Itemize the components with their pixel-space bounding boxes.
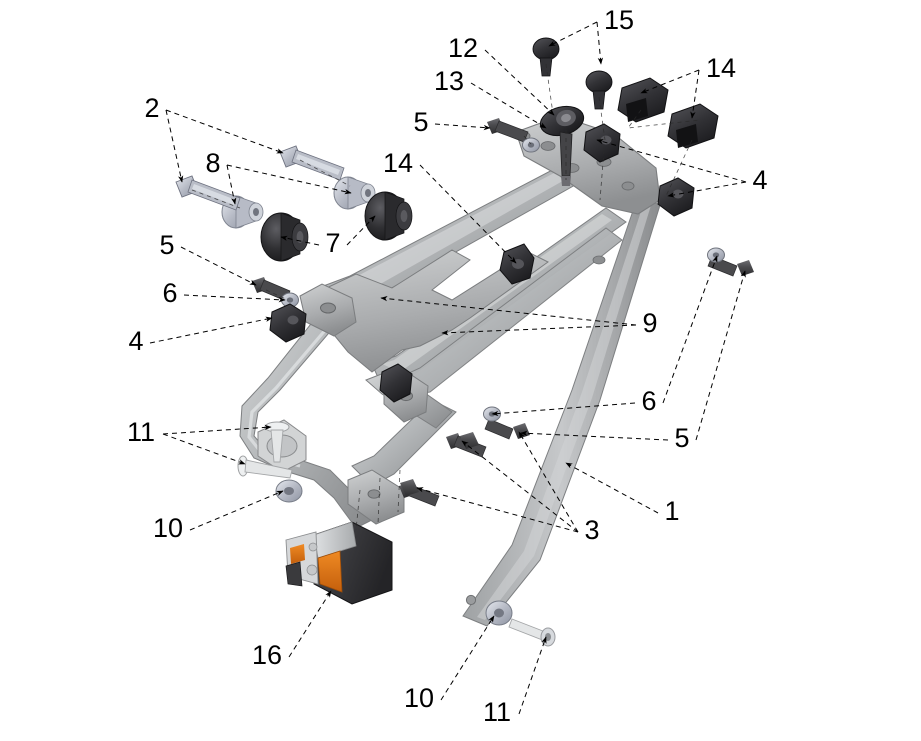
callout-leader-3 [461, 440, 579, 533]
callout-leader-8 [226, 164, 237, 205]
callout-label-8[interactable]: 8 [205, 148, 220, 178]
callout-label-9[interactable]: 9 [642, 308, 657, 338]
callout-label-5-topleft[interactable]: 5 [413, 107, 428, 137]
callout-leader-4-right [596, 139, 747, 183]
callout-leader-10-bottom [440, 615, 495, 701]
callout-leader-14-mid [419, 164, 517, 264]
flange-bolt-top [487, 118, 529, 143]
rubber-mount-right [657, 177, 695, 217]
callout-leader-1 [565, 462, 659, 514]
subframe-assembly [239, 115, 661, 627]
callout-label-10-left[interactable]: 10 [153, 513, 183, 543]
shoulder-pin-vertical [264, 421, 290, 463]
callout-leader-16 [288, 590, 332, 658]
callout-label-12[interactable]: 12 [448, 33, 478, 63]
head-plate-hole-4 [621, 181, 635, 191]
grommet-plug-group [532, 37, 613, 110]
callout-leader-5-left [180, 246, 257, 286]
callout-leader-15 [548, 21, 598, 47]
callout-leader-5-right [520, 430, 669, 441]
dome-washer-bottom [485, 600, 513, 626]
callout-leader-6-right [491, 402, 636, 417]
rubber-mount-center [379, 363, 413, 403]
callout-label-13[interactable]: 13 [434, 66, 464, 96]
callout-leader-13 [470, 82, 547, 129]
rubber-bushing-left [260, 212, 309, 262]
dome-washer-left [275, 479, 303, 503]
flange-washer-right [707, 247, 725, 263]
callout-label-4-left[interactable]: 4 [128, 326, 143, 356]
callout-label-10-bottom[interactable]: 10 [404, 683, 434, 713]
callout-label-16[interactable]: 16 [252, 640, 282, 670]
callout-leader-11-left [162, 424, 272, 435]
shoulder-pin-bottom [508, 618, 556, 647]
callout-label-5-left[interactable]: 5 [159, 230, 174, 260]
callout-label-11-bottom[interactable]: 11 [483, 697, 511, 727]
callout-label-5-right[interactable]: 5 [674, 423, 689, 453]
callout-label-7[interactable]: 7 [325, 228, 340, 258]
callout-leader-7 [280, 235, 320, 246]
pivot-bolt-lower [175, 175, 241, 211]
rear-tube-eyelet [592, 255, 606, 265]
callout-leader-15 [596, 21, 604, 65]
callout-label-14-topright[interactable]: 14 [706, 53, 736, 83]
rear-tube-mount-hole [465, 594, 477, 606]
callout-label-11-left[interactable]: 11 [127, 417, 155, 447]
grommet-plug-a [532, 37, 560, 77]
callout-leader-5-topleft [434, 123, 491, 131]
socket-bolt-a [400, 479, 419, 496]
upper-left-rail-highlight [330, 172, 568, 300]
rear-frame-tube [462, 195, 661, 627]
callout-leader-2 [165, 109, 284, 154]
assembly-guide-lines [191, 63, 701, 531]
cable-clamp-mid [499, 243, 535, 285]
bushing-group [221, 176, 413, 262]
callout-label-2[interactable]: 2 [144, 93, 159, 123]
callout-leader-4-left [149, 316, 273, 344]
callout-leader-12 [484, 49, 555, 116]
callout-leader-11-bottom [518, 636, 547, 715]
callout-leader-14-topright [690, 69, 700, 119]
pivot-bolt-upper [279, 145, 345, 181]
callout-leader-14-topright [640, 69, 700, 94]
seat-pan-plate [317, 249, 549, 373]
rubber-mount-group [269, 123, 695, 403]
callout-leader-7 [346, 215, 376, 246]
callout-label-14-mid[interactable]: 14 [383, 148, 413, 178]
module-plate-hole [367, 489, 381, 499]
grommet-plug-b [585, 70, 613, 110]
callout-leader-6-left [183, 294, 286, 303]
callout-label-1[interactable]: 1 [664, 496, 679, 526]
callout-label-4-right[interactable]: 4 [752, 165, 767, 195]
rear-tube-highlight [477, 199, 652, 620]
callout-leader-2 [165, 109, 184, 183]
callout-leader-8 [226, 164, 352, 195]
electrical-module [285, 521, 393, 605]
flange-washer-top [522, 137, 540, 153]
callout-leader-11-left [162, 433, 246, 465]
callout-leader-4-right [667, 181, 747, 198]
callout-label-6-right[interactable]: 6 [641, 386, 656, 416]
head-plate-hole-1 [540, 141, 556, 151]
callout-layer [149, 21, 747, 715]
callout-leader-6-right [662, 255, 718, 404]
callout-leader-9 [380, 296, 637, 326]
cable-clamp-b [667, 103, 719, 149]
flange-bolt-right-lower [484, 418, 530, 440]
cable-clamp-a [617, 77, 669, 123]
rubber-bushing-right [364, 191, 413, 241]
callout-label-15[interactable]: 15 [604, 5, 634, 35]
callout-label-3[interactable]: 3 [584, 515, 599, 545]
callout-leader-3 [518, 431, 579, 533]
callout-leader-3 [416, 487, 579, 533]
cable-clamp-group [499, 77, 719, 285]
pivot-bolt-group [175, 145, 345, 211]
callout-label-6-left[interactable]: 6 [162, 278, 177, 308]
callout-leader-10-left [189, 490, 284, 531]
rubber-mount-left [269, 303, 307, 343]
left-pivot-hole [320, 302, 336, 314]
callout-leader-5-right [695, 270, 746, 441]
